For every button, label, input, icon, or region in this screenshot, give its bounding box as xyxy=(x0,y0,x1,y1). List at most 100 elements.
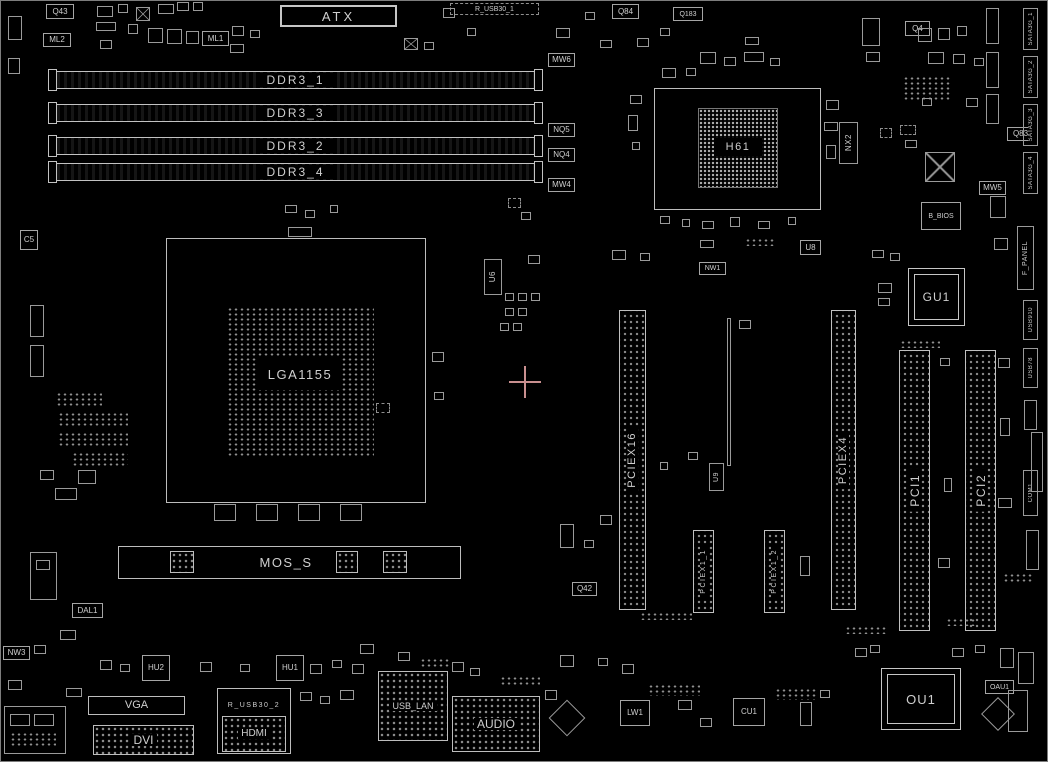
component xyxy=(518,293,527,301)
component xyxy=(505,293,514,301)
part-u8: U8 xyxy=(800,240,821,255)
component xyxy=(78,470,96,484)
part-hu2: HU2 xyxy=(142,655,170,681)
component xyxy=(505,308,514,316)
component xyxy=(256,504,278,521)
component xyxy=(986,8,999,44)
pad-array xyxy=(775,688,817,700)
pad-array xyxy=(745,238,775,246)
component xyxy=(230,44,244,53)
component xyxy=(36,560,50,570)
part-q43-label: Q43 xyxy=(49,7,71,16)
part-oau1-label: OAU1 xyxy=(986,683,1013,691)
mount-hole xyxy=(548,699,586,737)
component xyxy=(824,122,838,131)
atx-power-connector: ATX xyxy=(280,5,397,27)
component xyxy=(320,696,330,704)
part-bios-label: B_BIOS xyxy=(925,212,957,220)
component xyxy=(730,217,740,227)
part-mw5: MW5 xyxy=(979,181,1006,195)
component-x xyxy=(925,152,955,182)
part-lw1: LW1 xyxy=(620,700,650,726)
dimm-slot-2: DDR3_2 xyxy=(48,135,543,157)
part-c5: C5 xyxy=(20,230,38,250)
component xyxy=(660,28,670,36)
component xyxy=(240,664,250,672)
component xyxy=(560,524,574,548)
pcie-x1-slot-1: PCIEX1_1 xyxy=(693,530,714,613)
component xyxy=(662,68,676,78)
component xyxy=(560,655,574,667)
component xyxy=(96,22,116,31)
pcie-x1-slot-2-label: PCIEX1_2 xyxy=(771,544,778,599)
part-q83-label: Q83 xyxy=(1009,130,1032,138)
component xyxy=(30,345,44,377)
component xyxy=(186,31,199,44)
part-nq5: NQ5 xyxy=(548,123,575,137)
component xyxy=(998,358,1010,368)
component xyxy=(957,26,967,36)
component xyxy=(770,58,780,66)
cpu-socket xyxy=(166,238,426,503)
component xyxy=(1026,530,1039,570)
component-dashed xyxy=(880,128,892,138)
component xyxy=(1000,418,1010,436)
pad-array xyxy=(1003,573,1033,582)
component xyxy=(975,645,985,653)
component xyxy=(310,664,322,674)
component xyxy=(744,52,764,62)
pad-array xyxy=(903,76,951,102)
usb-header-78: USB78 xyxy=(1023,348,1038,388)
hdmi-port-label: HDMI xyxy=(238,729,270,739)
component xyxy=(40,470,54,480)
part-nq4: NQ4 xyxy=(548,148,575,162)
usb-header-910: USB910 xyxy=(1023,300,1038,340)
dimm-slot-4-label: DDR3_4 xyxy=(256,165,335,179)
chip-gu1: GU1 xyxy=(908,268,965,326)
part-nx2: NX2 xyxy=(839,122,858,164)
front-panel-header-label: F_PANEL xyxy=(1022,237,1029,279)
part-nw3-label: NW3 xyxy=(4,649,29,657)
part-mw4: MW4 xyxy=(548,178,575,192)
audio-port: AUDIO xyxy=(452,696,540,752)
component xyxy=(200,662,212,672)
component xyxy=(34,645,46,654)
chipset-label-label: H61 xyxy=(725,140,751,153)
component xyxy=(528,255,540,264)
component xyxy=(214,504,236,521)
component xyxy=(870,645,880,653)
component xyxy=(878,298,890,306)
component xyxy=(739,320,751,329)
part-cu1-label: CU1 xyxy=(737,708,760,716)
component xyxy=(724,57,736,66)
component xyxy=(193,2,203,11)
pci-slot-1: PCI1 xyxy=(899,350,930,631)
part-nq4-label: NQ4 xyxy=(550,151,573,159)
component xyxy=(612,250,626,260)
component xyxy=(944,478,952,492)
component xyxy=(232,26,244,36)
component xyxy=(600,515,612,525)
fiducial-cross xyxy=(509,366,541,398)
component xyxy=(745,37,759,45)
part-hu2-label: HU2 xyxy=(144,664,167,672)
component xyxy=(986,94,999,124)
component xyxy=(600,40,612,48)
dimm-slot-1: DDR3_1 xyxy=(48,69,543,91)
part-q183-label: Q183 xyxy=(676,10,700,18)
component xyxy=(700,718,712,727)
component xyxy=(1008,690,1028,732)
component xyxy=(443,8,455,18)
usb-lan-port-label: USB_LAN xyxy=(389,701,437,711)
audio-port-label: AUDIO xyxy=(473,718,518,730)
component xyxy=(118,4,128,13)
component xyxy=(640,253,650,261)
component-dashed xyxy=(508,198,521,208)
component xyxy=(1024,400,1037,430)
pci-slot-2: PCI2 xyxy=(965,350,996,631)
sata-port-1: SATA3G_1 xyxy=(1023,8,1038,50)
component xyxy=(585,12,595,20)
part-q84-label: Q84 xyxy=(614,7,637,16)
part-nw3: NW3 xyxy=(3,646,30,660)
component xyxy=(128,24,138,34)
